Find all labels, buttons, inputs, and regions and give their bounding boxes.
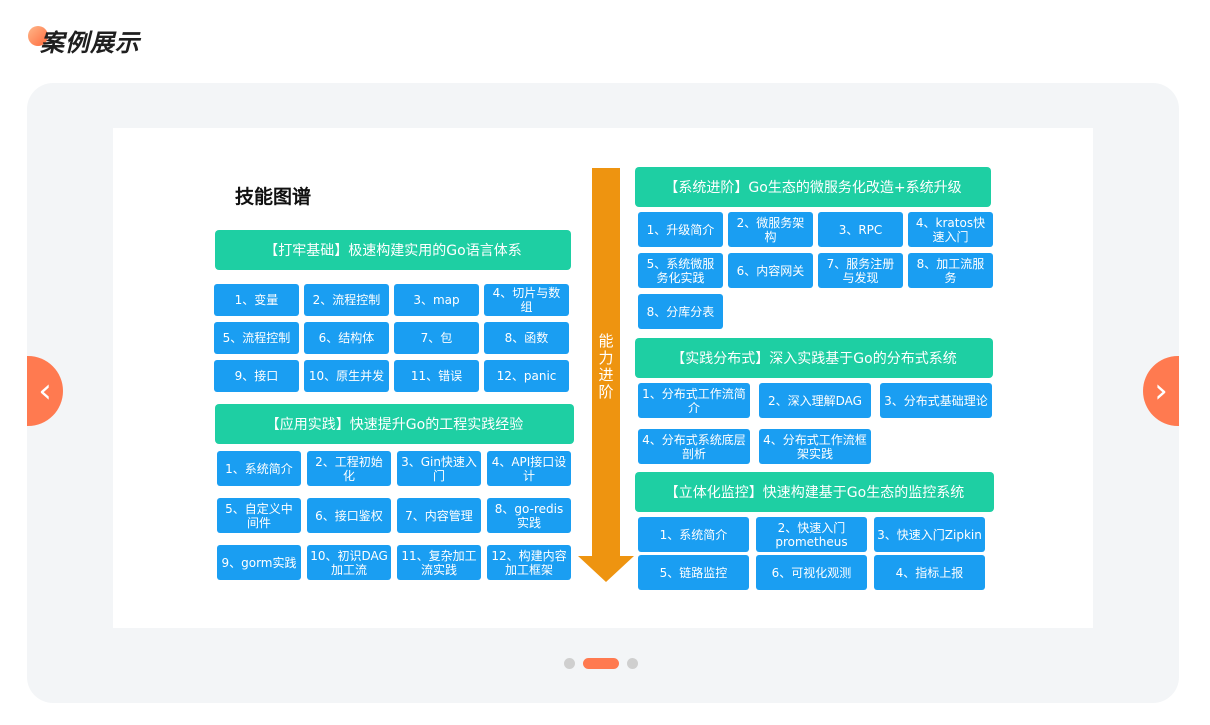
practice-grid: 1、系统简介 2、工程初始化 3、Gin快速入门 4、API接口设计 5、自定义… (217, 451, 571, 580)
distributed-item[interactable]: 1、分布式工作流简介 (638, 383, 750, 418)
monitoring-item[interactable]: 2、快速入门prometheus (756, 517, 867, 552)
foundation-item[interactable]: 6、结构体 (304, 322, 389, 354)
upgrade-item[interactable]: 1、升级简介 (638, 212, 723, 247)
carousel-dot[interactable] (627, 658, 638, 669)
progression-arrow-head-icon (578, 556, 634, 582)
monitoring-header: 【立体化监控】快速构建基于Go生态的监控系统 (635, 472, 994, 512)
practice-item[interactable]: 7、内容管理 (397, 498, 481, 533)
distributed-item[interactable]: 4、分布式系统底层剖析 (638, 429, 750, 464)
upgrade-grid: 1、升级简介 2、微服务架构 3、RPC 4、kratos快速入门 5、系统微服… (638, 212, 993, 329)
carousel-dot-active[interactable] (583, 658, 619, 669)
monitoring-item[interactable]: 3、快速入门Zipkin (874, 517, 985, 552)
foundation-item[interactable]: 9、接口 (214, 360, 299, 392)
foundation-item[interactable]: 11、错误 (394, 360, 479, 392)
foundation-item[interactable]: 7、包 (394, 322, 479, 354)
practice-item[interactable]: 12、构建内容加工框架 (487, 545, 571, 580)
distributed-item[interactable]: 3、分布式基础理论 (880, 383, 992, 418)
chevron-right-icon: › (1154, 371, 1168, 411)
practice-item[interactable]: 5、自定义中间件 (217, 498, 301, 533)
section-title-text: 案例展示 (40, 28, 140, 57)
foundation-item[interactable]: 3、map (394, 284, 479, 316)
skill-map-slide: 技能图谱 【打牢基础】极速构建实用的Go语言体系 1、变量 2、流程控制 3、m… (113, 128, 1093, 628)
practice-item[interactable]: 8、go-redis实践 (487, 498, 571, 533)
practice-item[interactable]: 10、初识DAG加工流 (307, 545, 391, 580)
foundation-grid: 1、变量 2、流程控制 3、map 4、切片与数组 5、流程控制 6、结构体 7… (214, 284, 569, 392)
practice-item[interactable]: 9、gorm实践 (217, 545, 301, 580)
carousel-next-button[interactable]: › (1143, 356, 1179, 426)
title-decoration-icon (28, 26, 48, 46)
upgrade-item[interactable]: 5、系统微服务化实践 (638, 253, 723, 288)
practice-item[interactable]: 1、系统简介 (217, 451, 301, 486)
foundation-header: 【打牢基础】极速构建实用的Go语言体系 (215, 230, 571, 270)
foundation-item[interactable]: 8、函数 (484, 322, 569, 354)
upgrade-item[interactable]: 8、分库分表 (638, 294, 723, 329)
foundation-item[interactable]: 10、原生并发 (304, 360, 389, 392)
practice-header: 【应用实践】快速提升Go的工程实践经验 (215, 404, 574, 444)
progression-arrow (592, 168, 620, 558)
foundation-item[interactable]: 4、切片与数组 (484, 284, 569, 316)
upgrade-item[interactable]: 7、服务注册与发现 (818, 253, 903, 288)
practice-item[interactable]: 4、API接口设计 (487, 451, 571, 486)
practice-item[interactable]: 6、接口鉴权 (307, 498, 391, 533)
monitoring-item[interactable]: 4、指标上报 (874, 555, 985, 590)
upgrade-item[interactable]: 2、微服务架构 (728, 212, 813, 247)
monitoring-item[interactable]: 6、可视化观测 (756, 555, 867, 590)
distributed-header: 【实践分布式】深入实践基于Go的分布式系统 (635, 338, 993, 378)
foundation-item[interactable]: 5、流程控制 (214, 322, 299, 354)
distributed-grid: 1、分布式工作流简介 2、深入理解DAG 3、分布式基础理论 4、分布式系统底层… (638, 383, 992, 464)
practice-item[interactable]: 3、Gin快速入门 (397, 451, 481, 486)
carousel-pagination (564, 658, 638, 669)
monitoring-item[interactable]: 5、链路监控 (638, 555, 749, 590)
section-title: 案例展示 (28, 22, 140, 58)
upgrade-item[interactable]: 4、kratos快速入门 (908, 212, 993, 247)
carousel-dot[interactable] (564, 658, 575, 669)
foundation-item[interactable]: 1、变量 (214, 284, 299, 316)
upgrade-header: 【系统进阶】Go生态的微服务化改造+系统升级 (635, 167, 991, 207)
distributed-item[interactable]: 4、分布式工作流框架实践 (759, 429, 871, 464)
monitoring-item[interactable]: 1、系统简介 (638, 517, 749, 552)
practice-item[interactable]: 2、工程初始化 (307, 451, 391, 486)
carousel-prev-button[interactable]: ‹ (27, 356, 63, 426)
monitoring-grid: 1、系统简介 2、快速入门prometheus 3、快速入门Zipkin 5、链… (638, 517, 985, 590)
case-carousel: 技能图谱 【打牢基础】极速构建实用的Go语言体系 1、变量 2、流程控制 3、m… (27, 83, 1179, 703)
foundation-item[interactable]: 2、流程控制 (304, 284, 389, 316)
upgrade-item[interactable]: 8、加工流服务 (908, 253, 993, 288)
distributed-item[interactable]: 2、深入理解DAG (759, 383, 871, 418)
upgrade-item[interactable]: 6、内容网关 (728, 253, 813, 288)
skill-map-title: 技能图谱 (235, 186, 312, 208)
chevron-left-icon: ‹ (38, 371, 52, 411)
practice-item[interactable]: 11、复杂加工流实践 (397, 545, 481, 580)
progression-label: 能力进阶 (598, 332, 614, 401)
upgrade-item[interactable]: 3、RPC (818, 212, 903, 247)
foundation-item[interactable]: 12、panic (484, 360, 569, 392)
